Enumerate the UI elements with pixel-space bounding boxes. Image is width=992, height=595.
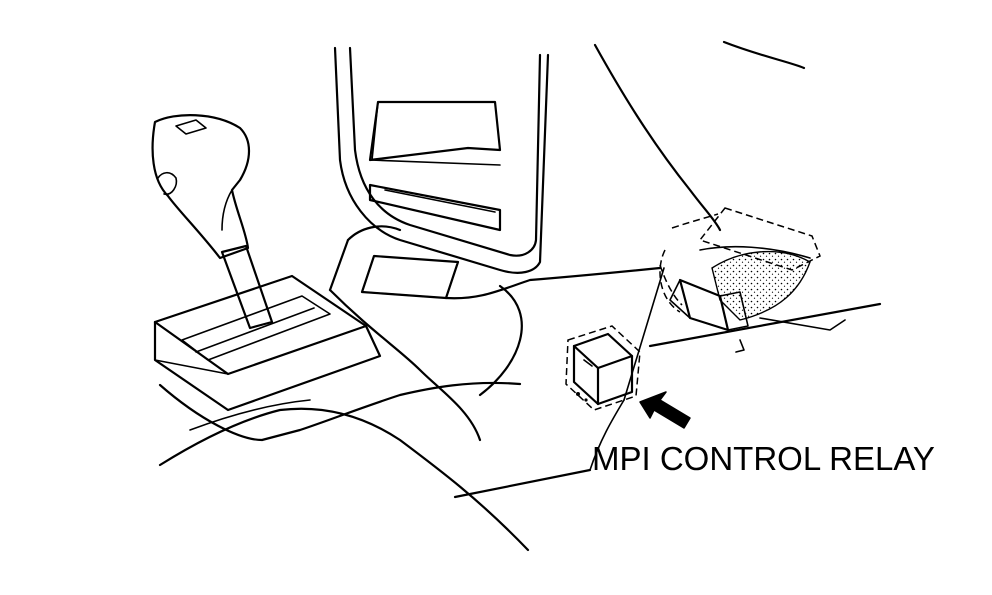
gear-shift-knob	[151, 114, 251, 260]
mpi-control-relay	[565, 325, 641, 411]
dashboard-right	[593, 40, 882, 348]
kick-panel	[671, 207, 821, 353]
gear-shift-lever	[220, 244, 274, 330]
callout-leader	[589, 267, 665, 471]
mpi-control-relay-label: MPI CONTROL RELAY	[592, 440, 935, 477]
armrest	[158, 399, 592, 552]
center-console	[158, 225, 662, 442]
shift-gate	[153, 274, 382, 412]
relay-bracket	[659, 249, 749, 332]
dashboard-center-stack	[333, 46, 550, 274]
pointer-arrow-icon	[639, 391, 691, 429]
